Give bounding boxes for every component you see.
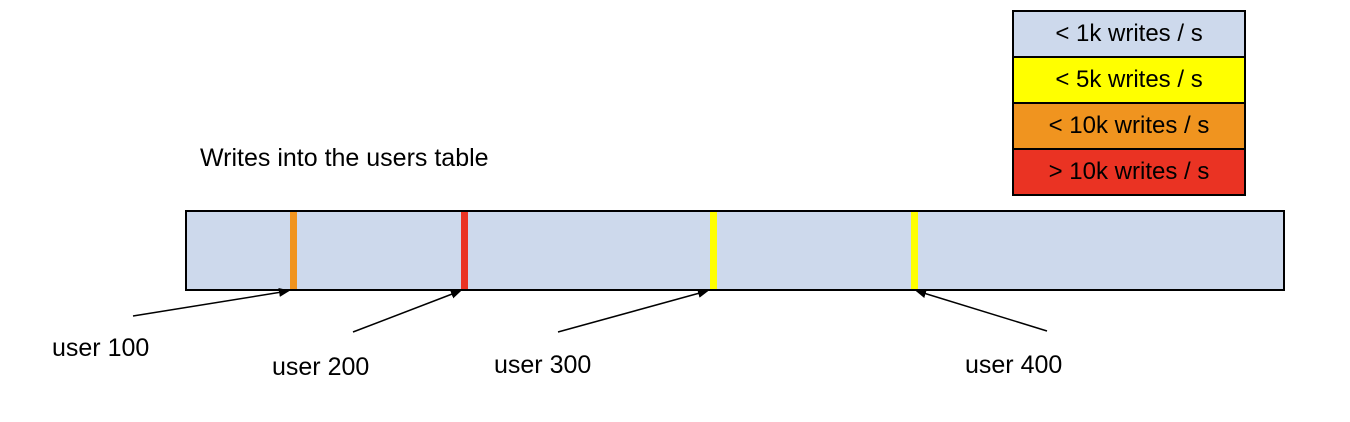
diagram-title: Writes into the users table xyxy=(200,144,489,172)
user-200-label: user 200 xyxy=(272,353,370,381)
write-rate-marker-user-400 xyxy=(911,212,918,289)
legend-item-label: < 1k writes / s xyxy=(1055,20,1203,47)
arrow-user-300 xyxy=(557,289,709,333)
legend-item-lt-1k: < 1k writes / s xyxy=(1012,10,1246,58)
users-table-bar xyxy=(185,210,1285,291)
write-rate-marker-user-200 xyxy=(461,212,468,289)
write-rate-legend: < 1k writes / s < 5k writes / s < 10k wr… xyxy=(1012,10,1246,196)
arrow-user-200 xyxy=(352,290,462,333)
user-300-label: user 300 xyxy=(494,351,592,379)
legend-item-lt-10k: < 10k writes / s xyxy=(1012,102,1246,150)
user-100-label: user 100 xyxy=(52,334,150,362)
legend-item-label: < 10k writes / s xyxy=(1048,112,1210,139)
write-rate-marker-user-100 xyxy=(290,212,297,289)
legend-item-gt-10k: > 10k writes / s xyxy=(1012,148,1246,196)
legend-item-lt-5k: < 5k writes / s xyxy=(1012,56,1246,104)
legend-item-label: > 10k writes / s xyxy=(1048,158,1210,185)
arrow-user-100 xyxy=(132,287,290,317)
write-rate-marker-user-300 xyxy=(710,212,717,289)
arrow-user-400 xyxy=(915,289,1048,332)
legend-item-label: < 5k writes / s xyxy=(1055,66,1203,93)
user-400-label: user 400 xyxy=(965,351,1063,379)
